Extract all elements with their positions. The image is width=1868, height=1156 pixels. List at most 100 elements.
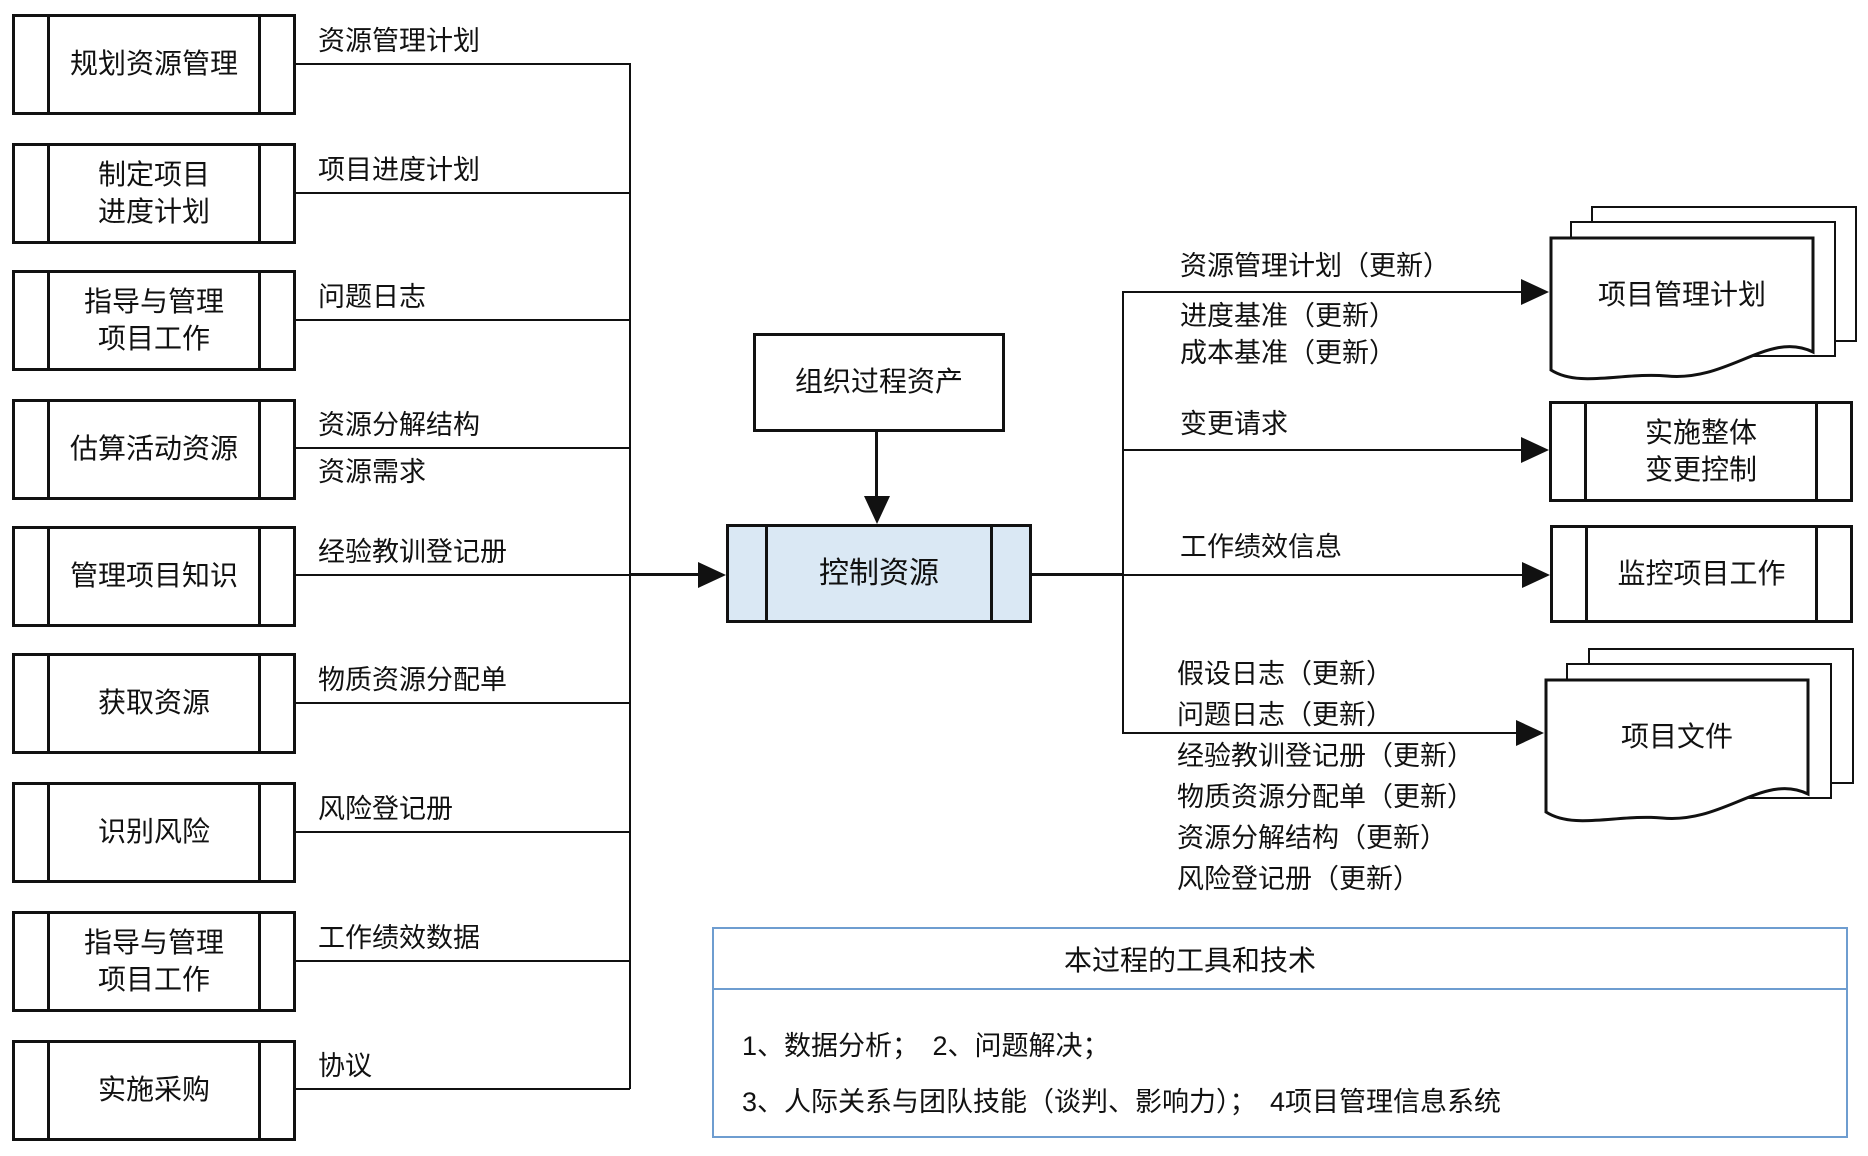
process-node-monitor-control-project-work: 监控项目工作 xyxy=(1550,525,1853,623)
predefined-bar-right xyxy=(258,1043,261,1138)
node-organizational-process-assets: 组织过程资产 xyxy=(753,333,1005,432)
artifact-label: 工作绩效数据 xyxy=(318,923,480,953)
artifact-label: 协议 xyxy=(318,1051,372,1081)
output-line-2 xyxy=(1123,449,1521,451)
predefined-bar-left xyxy=(47,1043,50,1138)
predefined-bar-right xyxy=(990,527,993,620)
artifact-label: 风险登记册 xyxy=(318,794,453,824)
artifact-label: 经验教训登记册 xyxy=(318,537,507,567)
process-node-label: 实施整体 变更控制 xyxy=(1644,416,1757,485)
process-node-estimate-activity-resources: 估算活动资源 xyxy=(12,399,296,500)
artifact-label: 资源管理计划 xyxy=(318,26,480,56)
predefined-bar-right xyxy=(258,529,261,624)
connector-line xyxy=(296,574,630,576)
tools-panel-title-row: 本过程的工具和技术 xyxy=(714,929,1846,990)
process-node-perform-integrated-change-control: 实施整体 变更控制 xyxy=(1549,401,1853,502)
predefined-bar-left xyxy=(47,273,50,368)
process-node-develop-schedule: 制定项目 进度计划 xyxy=(12,143,296,244)
output-line-1 xyxy=(1123,291,1521,293)
arrowhead-right-icon xyxy=(698,562,726,588)
predefined-bar-right xyxy=(258,273,261,368)
artifact-label: 项目进度计划 xyxy=(318,155,480,185)
output-label: 工作绩效信息 xyxy=(1180,532,1342,562)
process-node-label: 指导与管理 项目工作 xyxy=(83,926,224,995)
process-node-label: 实施采购 xyxy=(97,1074,210,1106)
arrowhead-right-icon xyxy=(1522,562,1550,588)
connector-line xyxy=(296,1088,630,1090)
predefined-bar-right xyxy=(1815,404,1818,499)
bus-line-left xyxy=(629,63,631,1089)
predefined-bar-right xyxy=(258,914,261,1009)
arrowhead-right-icon xyxy=(1516,720,1544,746)
predefined-bar-left xyxy=(1585,528,1588,620)
document-label: 项目文件 xyxy=(1620,721,1733,752)
output-label: 资源分解结构（更新） xyxy=(1177,823,1447,853)
tools-panel-line-2: 3、人际关系与团队技能（谈判、影响力）； 4项目管理信息系统 xyxy=(742,1087,1502,1117)
predefined-bar-right xyxy=(258,146,261,241)
output-label: 资源管理计划（更新） xyxy=(1180,251,1450,281)
output-label: 成本基准（更新） xyxy=(1180,338,1396,368)
process-node-label: 监控项目工作 xyxy=(1617,557,1786,589)
connector-line xyxy=(296,447,630,449)
output-line-4 xyxy=(1123,732,1516,734)
input-arrow-line xyxy=(630,573,700,576)
arrowhead-right-icon xyxy=(1521,279,1549,305)
connector-line xyxy=(296,831,630,833)
predefined-bar-right xyxy=(1815,528,1818,620)
process-node-label: 管理项目知识 xyxy=(69,560,238,592)
process-node-label: 估算活动资源 xyxy=(69,433,238,465)
process-node-identify-risks: 识别风险 xyxy=(12,782,296,883)
document-shape-project-documents xyxy=(1544,678,1810,823)
predefined-bar-right xyxy=(258,17,261,112)
process-node-direct-manage-work-1: 指导与管理 项目工作 xyxy=(12,270,296,371)
artifact-label: 物质资源分配单 xyxy=(318,665,507,695)
predefined-bar-left xyxy=(47,656,50,751)
process-node-conduct-procurements: 实施采购 xyxy=(12,1040,296,1141)
artifact-label: 资源需求 xyxy=(318,457,426,487)
arrowhead-down-icon xyxy=(864,496,890,524)
connector-line xyxy=(296,319,630,321)
output-label: 假设日志（更新） xyxy=(1177,659,1393,689)
process-node-label: 识别风险 xyxy=(97,816,210,848)
predefined-bar-left xyxy=(47,529,50,624)
output-label: 问题日志（更新） xyxy=(1177,700,1393,730)
artifact-label: 问题日志 xyxy=(318,282,426,312)
predefined-bar-right xyxy=(258,402,261,497)
process-node-label: 制定项目 进度计划 xyxy=(97,158,210,227)
process-node-label: 获取资源 xyxy=(97,687,210,719)
tools-panel-title: 本过程的工具和技术 xyxy=(1063,944,1316,976)
predefined-bar-left xyxy=(47,17,50,112)
predefined-bar-left xyxy=(47,914,50,1009)
process-node-label: 指导与管理 项目工作 xyxy=(83,285,224,354)
process-node-acquire-resources: 获取资源 xyxy=(12,653,296,754)
connector-line xyxy=(296,702,630,704)
predefined-bar-left xyxy=(47,146,50,241)
node-label: 组织过程资产 xyxy=(794,366,963,398)
output-label: 风险登记册（更新） xyxy=(1177,864,1420,894)
process-node-direct-manage-work-2: 指导与管理 项目工作 xyxy=(12,911,296,1012)
connector-line xyxy=(296,192,630,194)
output-label: 变更请求 xyxy=(1180,409,1288,439)
process-node-control-resources: 控制资源 xyxy=(726,524,1032,623)
connector-line xyxy=(296,960,630,962)
tools-panel-line-1: 1、数据分析； 2、问题解决； xyxy=(742,1031,1110,1061)
process-node-manage-project-knowledge: 管理项目知识 xyxy=(12,526,296,627)
predefined-bar-left xyxy=(47,402,50,497)
predefined-bar-right xyxy=(258,785,261,880)
predefined-bar-right xyxy=(258,656,261,751)
predefined-bar-left xyxy=(1584,404,1587,499)
arrowhead-right-icon xyxy=(1521,437,1549,463)
artifact-label: 资源分解结构 xyxy=(318,410,480,440)
bus-line-right xyxy=(1122,291,1124,734)
predefined-bar-left xyxy=(47,785,50,880)
output-trunk-line xyxy=(1032,573,1123,576)
output-label: 进度基准（更新） xyxy=(1180,301,1396,331)
output-label: 物质资源分配单（更新） xyxy=(1177,782,1474,812)
process-node-label: 控制资源 xyxy=(819,556,939,590)
output-label: 经验教训登记册（更新） xyxy=(1177,741,1474,771)
output-line-3 xyxy=(1123,574,1522,576)
connector-line xyxy=(296,63,630,65)
document-label: 项目管理计划 xyxy=(1597,279,1766,310)
process-node-label: 规划资源管理 xyxy=(69,48,238,80)
